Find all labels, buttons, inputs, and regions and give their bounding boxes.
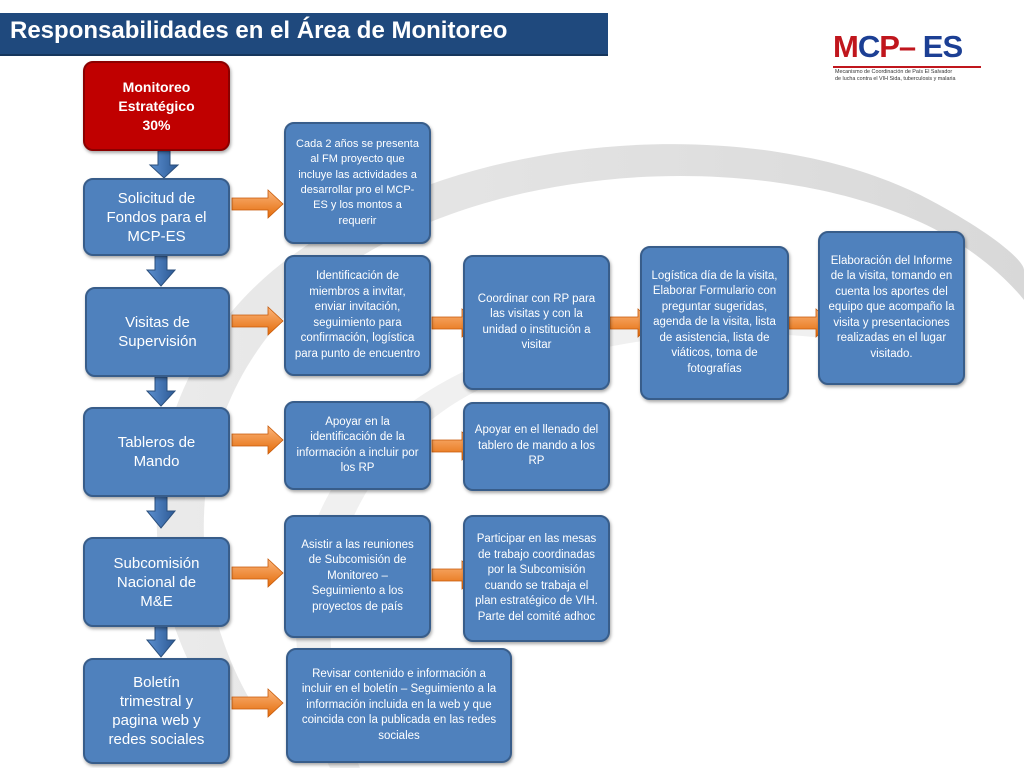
logo-subtitle: Mecanismo de Coordinación de País El Sal… — [835, 69, 956, 82]
subcomision-box: Subcomisión Nacional de M&E — [83, 537, 230, 627]
step-solicitud-1: Cada 2 años se presenta al FM proyecto q… — [284, 122, 431, 244]
right-arrow-r4a — [231, 558, 284, 588]
down-arrow-5 — [145, 625, 177, 658]
step-boletin-1: Revisar contenido e información a inclui… — [286, 648, 512, 763]
step-visitas-4: Elaboración del Informe de la visita, to… — [818, 231, 965, 385]
down-arrow-3 — [145, 376, 177, 407]
step-visitas-1: Identificación de miembros a invitar, en… — [284, 255, 431, 376]
monitoreo-estrategico-box: Monitoreo Estratégico 30% — [83, 61, 230, 151]
step-visitas-3: Logística día de la visita, Elaborar For… — [640, 246, 789, 400]
step-tableros-2: Apoyar en el llenado del tablero de mand… — [463, 402, 610, 491]
down-arrow-1 — [148, 150, 180, 179]
right-arrow-r3a — [231, 425, 284, 455]
visitas-supervision-box: Visitas de Supervisión — [85, 287, 230, 377]
right-arrow-r2a — [231, 306, 284, 336]
boletin-box: Boletín trimestral y pagina web y redes … — [83, 658, 230, 764]
step-subcomision-2: Participar en las mesas de trabajo coord… — [463, 515, 610, 642]
step-subcomision-1: Asistir a las reuniones de Subcomisión d… — [284, 515, 431, 638]
tableros-mando-box: Tableros de Mando — [83, 407, 230, 497]
logo-wordmark: MCP– ES — [833, 29, 963, 64]
down-arrow-4 — [145, 495, 177, 529]
down-arrow-2 — [145, 255, 177, 287]
step-tableros-1: Apoyar en la identificación de la inform… — [284, 401, 431, 490]
mcp-es-logo: MCP– ES Mecanismo de Coordinación de Paí… — [833, 30, 983, 85]
title-bar: Responsabilidades en el Área de Monitore… — [0, 13, 608, 56]
step-visitas-2: Coordinar con RP para las visitas y con … — [463, 255, 610, 390]
slide-title: Responsabilidades en el Área de Monitore… — [10, 17, 508, 44]
solicitud-fondos-box: Solicitud de Fondos para el MCP-ES — [83, 178, 230, 256]
logo-rule — [833, 66, 981, 68]
right-arrow-r1 — [231, 189, 284, 219]
right-arrow-r5 — [231, 688, 284, 718]
